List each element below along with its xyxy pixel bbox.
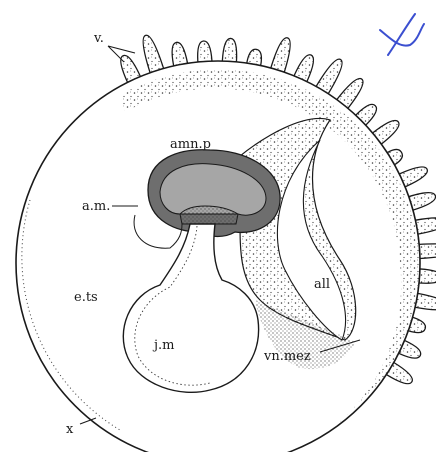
label-amn-p: amn.p <box>170 137 211 152</box>
label-j-m: j.m <box>152 338 175 353</box>
chorion-outer-wall <box>16 61 420 452</box>
villus <box>198 41 212 62</box>
label-v: v. <box>93 31 104 46</box>
label-all: all <box>314 277 330 292</box>
label-a-m: a.m. <box>82 199 110 214</box>
label-vn-mez: vn.mez <box>263 349 311 364</box>
handwritten-annotation <box>380 14 424 55</box>
villus <box>271 38 290 72</box>
villus <box>143 35 163 73</box>
villus <box>222 38 236 61</box>
villus <box>419 244 436 259</box>
villus <box>172 42 187 66</box>
label-e-ts: e.ts <box>74 290 98 305</box>
villus <box>415 218 436 234</box>
villus <box>419 269 436 283</box>
label-x: x <box>66 422 74 437</box>
villus <box>415 293 436 309</box>
